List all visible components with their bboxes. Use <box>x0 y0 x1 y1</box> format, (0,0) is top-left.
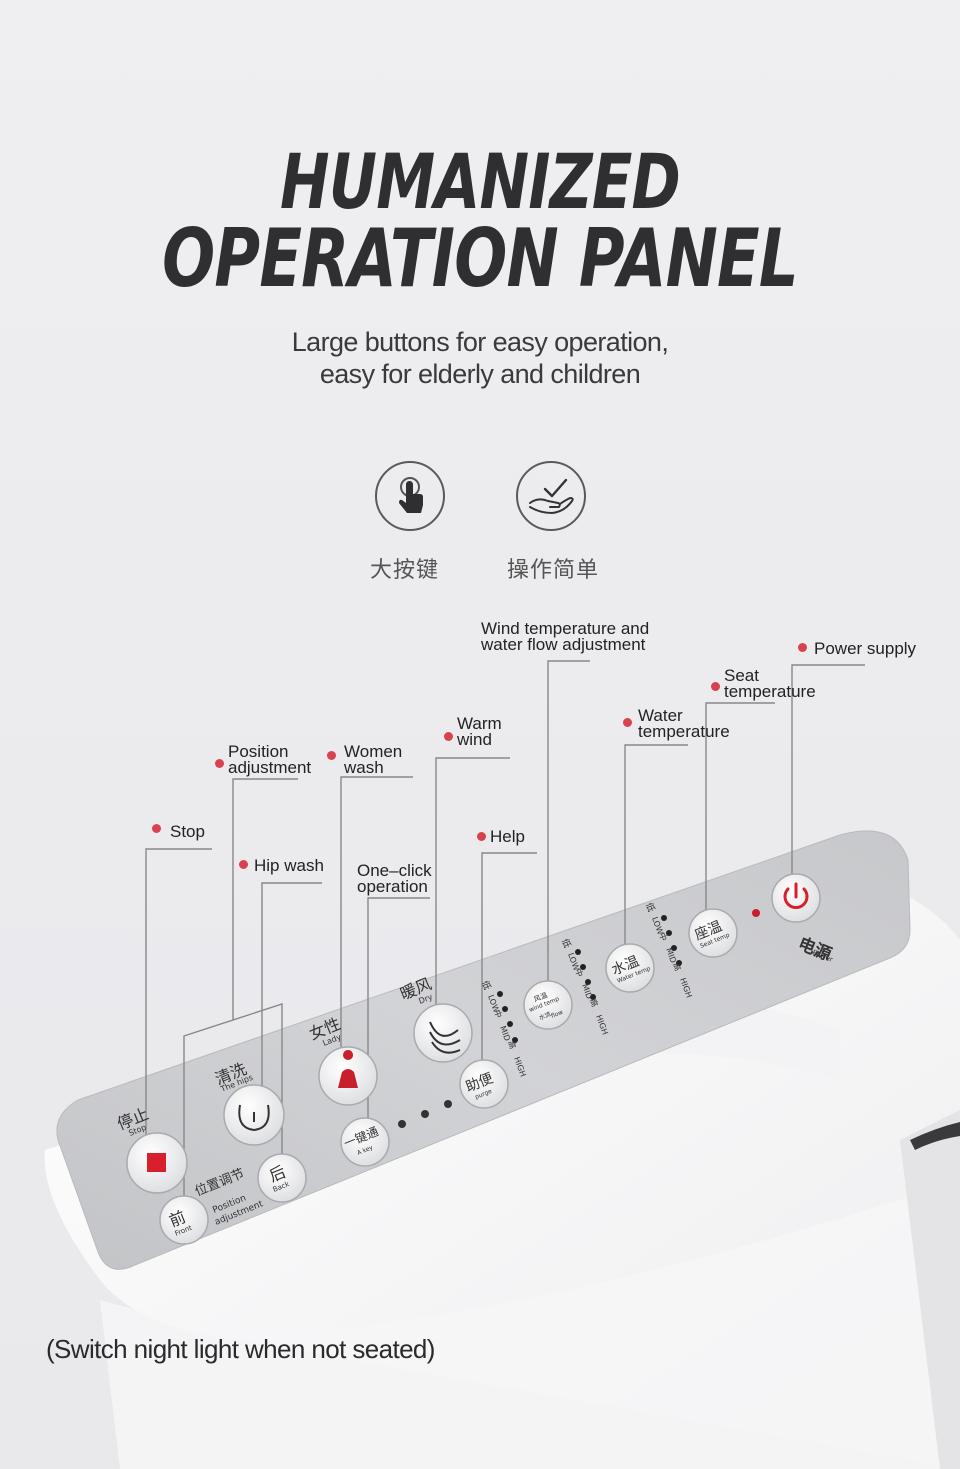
water-temp-callout-line-1: Water <box>638 706 683 725</box>
water-temp-button-graphic <box>605 943 655 993</box>
svg-text:中: 中 <box>492 1008 504 1019</box>
warm-wind-callout-dot <box>444 732 453 741</box>
heading-line-1: HUMANIZED <box>280 137 681 226</box>
hips-icon <box>238 1104 270 1132</box>
women-wash-callout-line-2: wash <box>344 758 384 777</box>
wind-icon <box>429 1021 461 1054</box>
back-button-graphic <box>257 1153 307 1203</box>
power-callout: Power supply <box>814 639 917 658</box>
wind-water-callout-line-1: Wind temperature and <box>481 619 650 638</box>
svg-text:中: 中 <box>573 967 585 978</box>
seat-temp-button-graphic <box>688 908 738 958</box>
feature-label-big-buttons: 大按键 <box>370 558 440 583</box>
press-finger-icon <box>375 461 445 531</box>
seat-temp-callout-line-2: temperature <box>724 682 816 701</box>
subheading-line-2: easy for elderly and children <box>319 359 641 389</box>
feature-label-easy-operation: 操作简单 <box>507 558 600 583</box>
water-temp-callout-dot <box>623 718 632 727</box>
warm-wind-callout-line-1: Warm <box>457 714 502 733</box>
front-cn-label: 前 <box>166 1207 188 1231</box>
position-callout-dot <box>215 759 224 768</box>
back-cn-label: 后 <box>266 1162 288 1186</box>
svg-text:低: 低 <box>643 901 657 914</box>
position-callout-line-1: Position <box>228 742 289 761</box>
svg-text:中: 中 <box>657 931 669 942</box>
svg-text:高: 高 <box>671 961 683 972</box>
one-key-button-graphic <box>340 1117 390 1167</box>
front-button-graphic <box>159 1195 209 1245</box>
stop-callout-dot <box>152 824 161 833</box>
stop-square-icon <box>147 1153 166 1172</box>
position-callout-line-2: adjustment <box>228 758 312 777</box>
women-wash-callout-dot <box>327 751 336 760</box>
heading-line-2: OPERATION PANEL <box>162 212 799 305</box>
stop-button-graphic <box>126 1132 188 1194</box>
flow-label: 水流 <box>538 1010 552 1022</box>
warm-wind-callout-line-2: wind <box>457 730 492 749</box>
purge-button-graphic <box>459 1059 509 1109</box>
footnote: (Switch night light when not seated) <box>46 1334 435 1364</box>
power-button-graphic <box>771 873 821 923</box>
water-temp-callout-line-2: temperature <box>638 722 730 741</box>
lady-figure-icon <box>338 1050 358 1088</box>
one-click-callout-line-2: operation <box>357 877 428 896</box>
svg-text:低: 低 <box>559 937 573 950</box>
wind-flow-button-graphic <box>523 980 573 1030</box>
wind-water-callout-line-2: water flow adjustment <box>481 635 646 654</box>
stop-callout: Stop <box>170 822 205 841</box>
hip-wash-callout: Hip wash <box>254 856 324 875</box>
help-callout-dot <box>477 832 486 841</box>
svg-text:高: 高 <box>506 1039 518 1050</box>
women-wash-callout-line-1: Women <box>344 742 403 761</box>
dry-button-graphic <box>413 1003 473 1063</box>
one-click-callout-line-1: One–click <box>357 861 432 880</box>
hip-wash-callout-dot <box>239 860 248 869</box>
flow-en-label: flow <box>550 1009 564 1020</box>
seat-temp-callout-line-1: Seat <box>724 666 759 685</box>
hip-wash-button-graphic <box>223 1084 285 1146</box>
lady-button-graphic <box>318 1046 378 1106</box>
svg-text:低: 低 <box>479 979 493 992</box>
seat-temp-callout-dot <box>711 682 720 691</box>
svg-text:高: 高 <box>588 997 600 1008</box>
power-icon <box>783 887 809 909</box>
subheading-line-1: Large buttons for easy operation, <box>291 327 669 357</box>
hand-check-icon <box>516 461 586 531</box>
help-callout: Help <box>490 827 525 846</box>
power-callout-dot <box>798 643 807 652</box>
